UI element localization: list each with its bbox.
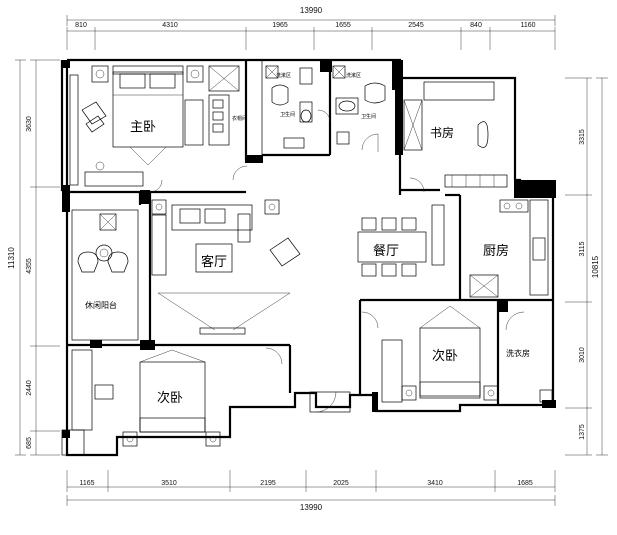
right-dimension-chain: 3315 3115 3010 1375 10815 [565,77,608,456]
dim-top-total: 13990 [300,6,323,15]
dim-right-4: 1375 [579,424,586,440]
master-bedroom: 主卧 [69,65,204,193]
interior-walls [67,60,553,405]
study: 书房 [403,81,508,193]
balcony: 休闲阳台 [71,209,139,341]
dim-top-4: 1655 [335,22,351,29]
dim-bottom-3: 2195 [260,480,276,487]
bathroom-2: 洗漱区 卫生间 [332,65,386,152]
dim-left-4: 685 [26,437,33,449]
dim-left-2: 4355 [26,258,33,274]
dim-left-total: 11310 [7,247,16,269]
dim-bottom-1: 1165 [79,480,94,487]
dim-top-1: 810 [75,22,87,29]
cloakroom: 衣帽间 [184,65,247,181]
label-bath-1: 卫生间 [280,111,295,118]
label-washroom-1: 洗漱区 [276,72,291,79]
laundry: 洗衣房 [505,311,553,403]
bathroom-1: 洗漱区 卫生间 [265,65,331,149]
dim-right-2: 3115 [579,241,586,256]
label-master-bedroom: 主卧 [130,120,156,135]
label-balcony: 休闲阳台 [85,300,117,310]
label-right-bedroom: 次卧 [432,348,458,364]
label-left-bedroom: 次卧 [157,390,183,406]
label-bath-2: 卫生间 [361,113,376,120]
dim-bottom-2: 3510 [161,480,177,487]
entrance [61,391,351,456]
dim-right-3: 3010 [579,347,586,363]
dim-top-3: 1965 [272,22,288,29]
dim-top-2: 4310 [162,22,178,29]
dim-top-6: 840 [470,22,482,29]
kitchen: 厨房 [469,199,549,298]
left-bedroom: 次卧 [71,347,283,447]
bottom-dimension-chain: 1165 3510 2195 2025 3410 1685 13990 [66,470,556,512]
label-kitchen: 厨房 [483,243,509,259]
left-dimension-chain: 11310 3630 4355 2440 685 [7,59,60,456]
dim-top-5: 2545 [408,22,424,29]
dim-right-1: 3315 [579,129,586,145]
dim-bottom-6: 1685 [517,480,533,487]
dim-bottom-total: 13990 [300,503,323,512]
label-cloakroom: 衣帽间 [232,115,247,122]
dim-left-1: 3630 [26,116,33,132]
label-living-room: 客厅 [201,254,227,270]
label-study: 书房 [430,125,454,140]
label-laundry: 洗衣房 [506,348,530,358]
dim-left-3: 2440 [26,380,33,396]
label-washroom-2: 洗漱区 [346,72,361,79]
living-room: 客厅 [151,199,301,335]
label-dining-room: 餐厅 [373,243,399,259]
exterior-walls [60,58,556,457]
dim-bottom-4: 2025 [333,480,349,487]
dim-top-7: 1160 [520,22,535,29]
dim-right-total: 10815 [591,255,600,278]
dining-room: 餐厅 [357,204,445,277]
top-dimension-chain: 13990 810 4310 1965 1655 2545 840 1160 [66,6,556,50]
dim-bottom-5: 3410 [427,480,443,487]
right-bedroom: 次卧 [361,305,499,403]
